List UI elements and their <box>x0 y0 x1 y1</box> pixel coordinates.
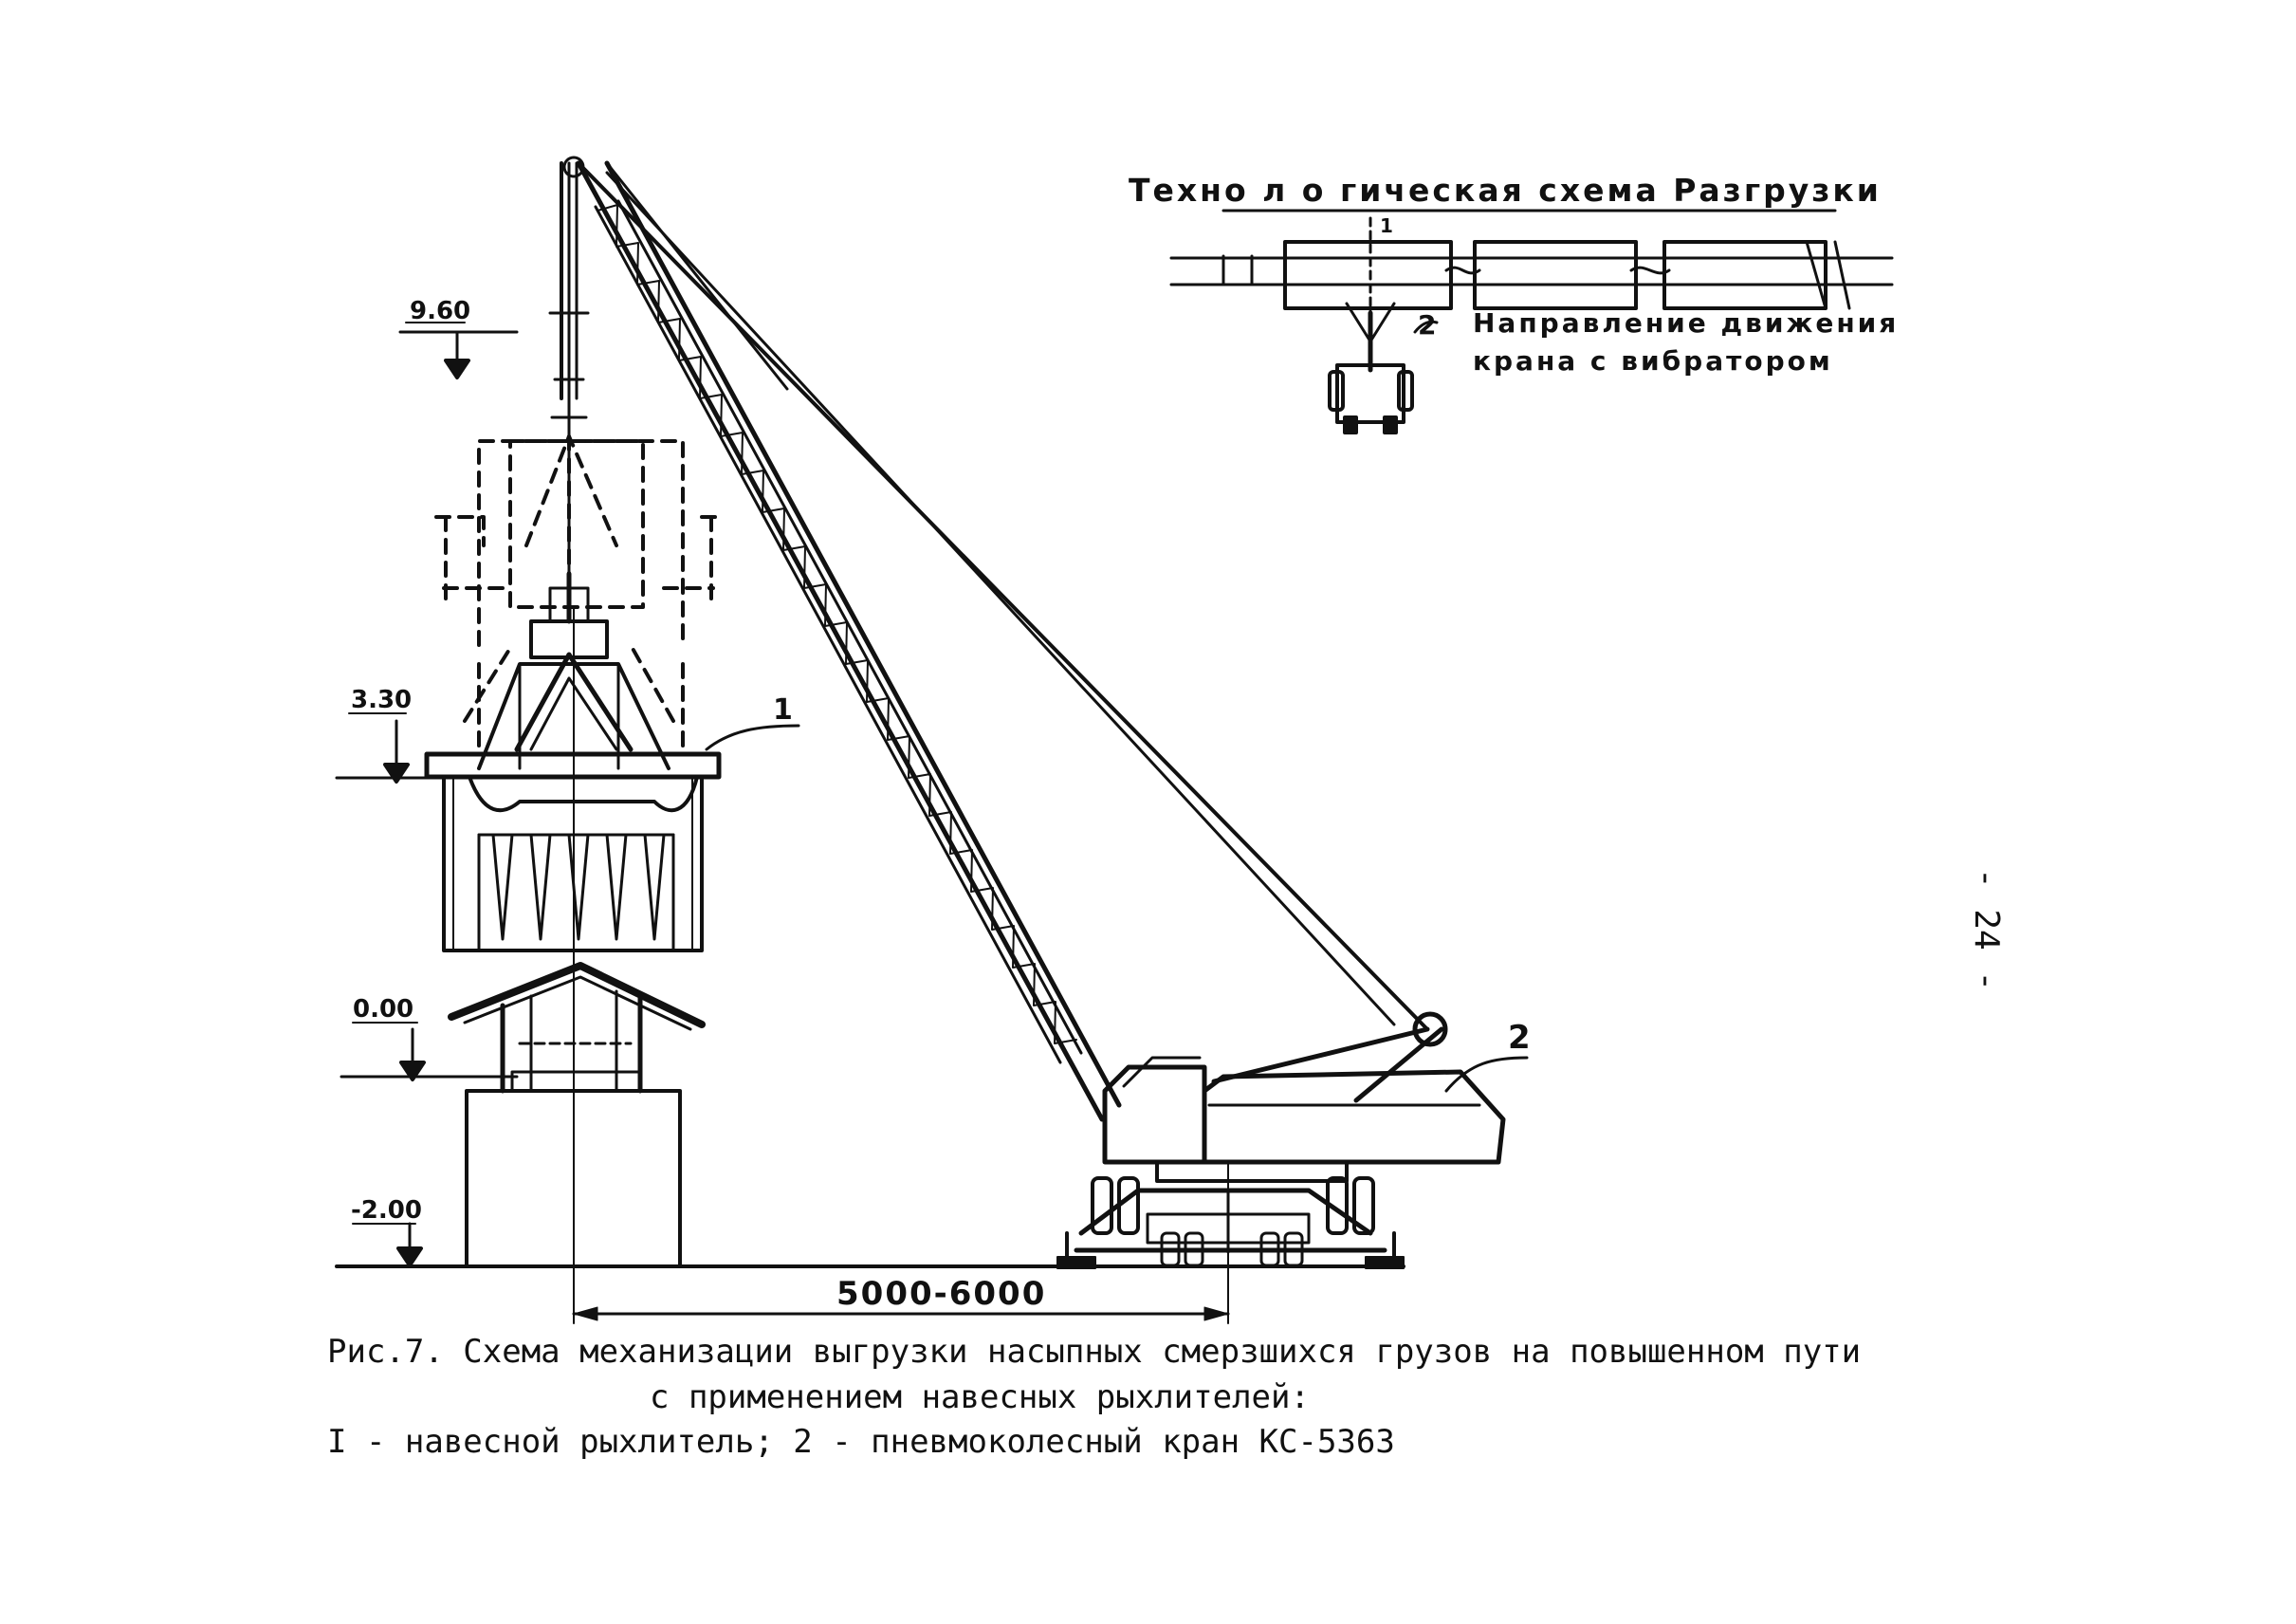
elevation-marker-0-00 <box>340 1022 519 1081</box>
scheme-label-2: 2 <box>1418 309 1436 341</box>
wagon <box>448 962 706 1094</box>
crane-boom <box>548 156 1429 1122</box>
scheme-direction-line2: крана с вибратором <box>1473 345 1833 377</box>
figure-caption-line2: с применением навесных рыхлителей: <box>650 1378 1310 1416</box>
elevation-0-00: 0.00 <box>353 995 413 1024</box>
dimension-label: 5000-6000 <box>836 1275 1046 1313</box>
callout-crane: 2 <box>1508 1019 1531 1057</box>
figure-caption-line3: I - навесной рыхлитель; 2 - пневмоколесн… <box>327 1423 1395 1461</box>
elevation-marker-minus-2-00 <box>352 1222 423 1267</box>
scheme-direction-line1: Направление движения <box>1473 307 1899 339</box>
callout-ripper: 1 <box>773 693 793 727</box>
elevation-minus-2-00: -2.00 <box>351 1196 422 1225</box>
elevation-9-60: 9.60 <box>410 297 470 325</box>
crane-body <box>1056 1011 1529 1269</box>
scheme-label-1: 1 <box>1380 214 1393 237</box>
figure-caption-line1: Рис.7. Схема механизации выгрузки насыпн… <box>327 1333 1862 1371</box>
ripper-raised-dashed <box>434 434 723 751</box>
elevation-3-30: 3.30 <box>351 686 412 714</box>
elevation-marker-9-60 <box>398 322 519 379</box>
unloading-scheme-inset <box>1169 209 1894 434</box>
ripper-frame <box>424 571 800 952</box>
page-number: - 24 - <box>1967 868 2006 992</box>
scheme-title: Техно л о гическая схема Разгрузки <box>1129 172 1882 209</box>
